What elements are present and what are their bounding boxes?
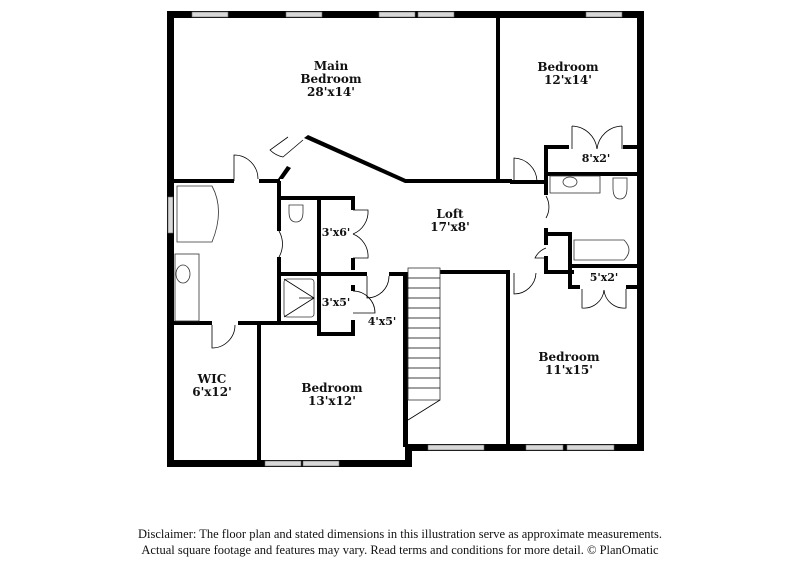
door (233, 154, 259, 181)
window (566, 444, 615, 451)
disclaimer-line-2: Actual square footage and features may v… (141, 543, 659, 557)
disclaimer-line-1: Disclaimer: The floor plan and stated di… (138, 527, 662, 541)
door (211, 324, 236, 349)
main-bedroom-label: Bedroom (300, 72, 361, 86)
wic-label: WIC (197, 372, 227, 386)
main-bedroom-label: Main (314, 59, 349, 73)
window (167, 196, 174, 234)
door (352, 290, 376, 314)
bathtub-icon (176, 185, 219, 243)
door (513, 272, 537, 295)
loft-dimensions: 17'x8' (430, 220, 470, 234)
bathtub-icon (573, 239, 630, 261)
window (191, 11, 229, 18)
bedroom-sw-dimensions: 13'x12' (308, 394, 356, 408)
fixtures (174, 175, 630, 322)
sink-icon (562, 176, 578, 188)
bedroom-sw-label: Bedroom (301, 381, 362, 395)
windows (167, 11, 623, 467)
window (525, 444, 564, 451)
closet-3x5-dimensions: 3'x5' (322, 296, 351, 309)
main-bedroom-dimensions: 28'x14' (307, 85, 355, 99)
bedroom-se-label: Bedroom (538, 350, 599, 364)
door (278, 230, 283, 258)
bedroom-ne-label: Bedroom (537, 60, 598, 74)
door (571, 125, 598, 150)
door (269, 136, 304, 158)
window (417, 11, 455, 18)
window (427, 444, 485, 451)
closet-ne-dimensions: 8'x2' (582, 152, 611, 165)
room-labels: Main Bedroom 28'x14' Bedroom 12'x14' 8'x… (192, 59, 618, 408)
door (545, 195, 550, 219)
interior-walls (174, 15, 640, 463)
closet-5x2-dimensions: 5'x2' (590, 271, 619, 284)
closet-3x6-dimensions: 3'x6' (322, 226, 351, 239)
wic-dimensions: 6'x12' (192, 385, 232, 399)
loft-label: Loft (436, 207, 464, 221)
door (581, 289, 605, 309)
door (603, 289, 627, 309)
door (596, 125, 623, 150)
shower-drain-lines (283, 278, 315, 318)
window (302, 460, 340, 467)
bedroom-ne-dimensions: 12'x14' (544, 73, 592, 87)
window (378, 11, 416, 18)
window (264, 460, 302, 467)
door (513, 157, 538, 182)
sink-icon (175, 264, 191, 284)
toilet-icon (288, 204, 304, 223)
toilet-icon (612, 177, 628, 200)
stairs (407, 267, 441, 421)
window (285, 11, 323, 18)
door (352, 209, 369, 235)
door (534, 247, 547, 259)
door (366, 275, 390, 299)
hall-4x5-dimensions: 4'x5' (368, 315, 397, 328)
bedroom-se-dimensions: 11'x15' (545, 363, 593, 377)
door (352, 233, 369, 259)
vanity (174, 253, 200, 322)
doors (211, 125, 627, 349)
window (585, 11, 623, 18)
